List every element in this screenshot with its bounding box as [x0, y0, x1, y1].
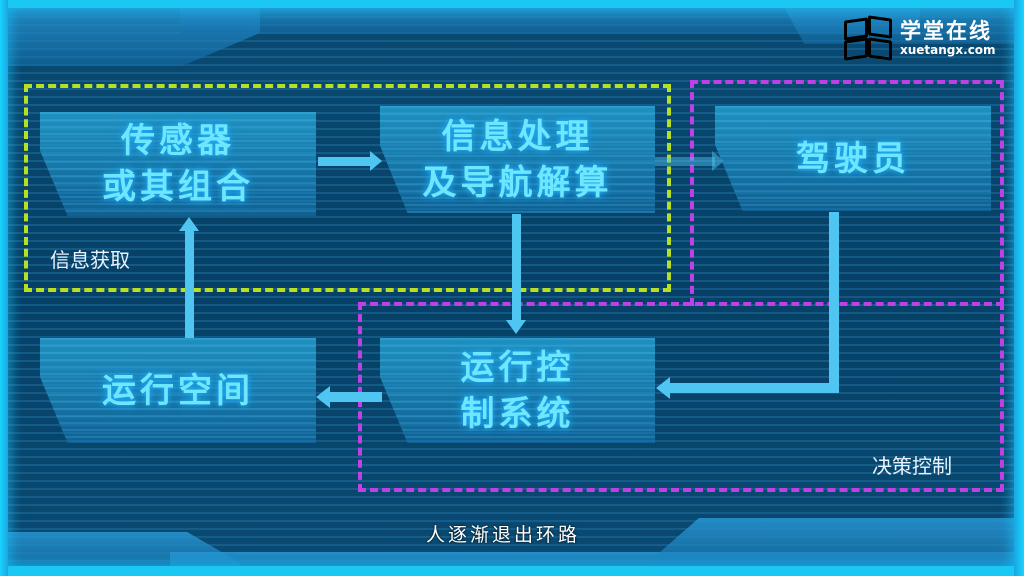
frame-bottom-edge [0, 566, 1024, 576]
arrow-processing-to-control [512, 214, 521, 322]
node-control-line1: 运行控 [460, 347, 575, 388]
xuetangx-logo: 学堂在线 xuetangx.com [842, 15, 996, 61]
node-control-system: 运行控 制系统 [380, 338, 655, 443]
node-driver: 驾驶员 [715, 106, 991, 211]
video-subtitle: 人逐渐退出环路 [426, 524, 581, 546]
node-operating-space: 运行空间 [40, 338, 316, 443]
node-sensor-line1: 传感器 [121, 121, 235, 161]
arrowhead-left-icon [656, 377, 670, 399]
arrow-processing-to-driver [655, 157, 715, 166]
arrow-driver-down [829, 212, 839, 392]
arrowhead-down-icon [506, 320, 526, 334]
node-space-label: 运行空间 [102, 370, 254, 411]
group-label-decision-control: 决策控制 [872, 454, 952, 478]
arrow-space-to-sensor [185, 230, 194, 338]
node-processing-line2: 及导航解算 [422, 162, 613, 203]
arrowhead-up-icon [179, 217, 199, 231]
arrowhead-left-icon [316, 386, 330, 408]
frame-right-edge [1014, 0, 1024, 576]
book-logo-icon [842, 15, 894, 61]
arrowhead-right-icon [370, 151, 382, 171]
arrow-driver-to-control [670, 383, 839, 393]
frame-left-edge [0, 0, 8, 576]
node-processing-line1: 信息处理 [441, 116, 594, 157]
node-info-processing: 信息处理 及导航解算 [380, 106, 655, 213]
node-sensor-line2: 或其组合 [102, 167, 254, 207]
group-info-acquisition [24, 84, 671, 292]
arrow-control-to-space [330, 392, 382, 402]
frame-top-edge [0, 0, 1024, 8]
group-decision-control-upper [690, 80, 1004, 306]
logo-name: 学堂在线 [900, 19, 992, 43]
logo-domain: xuetangx.com [900, 43, 996, 57]
arrow-sensor-to-processing [318, 157, 372, 166]
node-sensor: 传感器 或其组合 [40, 112, 316, 216]
node-control-line2: 制系统 [460, 393, 575, 434]
node-driver-label: 驾驶员 [796, 138, 910, 179]
group-label-info-acquisition: 信息获取 [50, 248, 130, 272]
